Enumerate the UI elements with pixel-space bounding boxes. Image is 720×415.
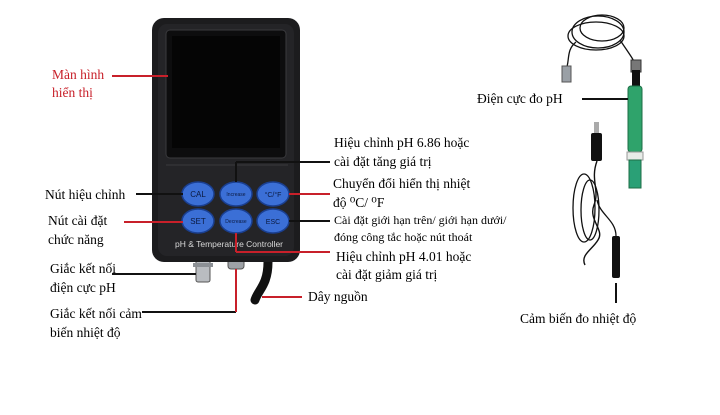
- ph-probe: [565, 14, 637, 71]
- decrease-button-text: Decrease: [225, 219, 247, 225]
- label-set-button-2: chức năng: [48, 232, 104, 247]
- label-ph-connector-1: Giắc kết nối: [50, 261, 116, 276]
- label-cal-button: Nút hiệu chỉnh: [45, 187, 126, 202]
- unit-button-text: °C/°F: [265, 191, 282, 199]
- label-decrease-1: Hiệu chỉnh pH 4.01 hoặc: [336, 249, 472, 264]
- temp-sensor-tip: [612, 236, 620, 278]
- label-ph-connector-2: điện cực pH: [50, 280, 116, 295]
- label-increase-2: cài đặt tăng giá trị: [334, 154, 432, 169]
- label-esc-1: Cài đặt giới hạn trên/ giới hạn dưới/: [334, 213, 507, 227]
- label-temp-connector-2: biến nhiệt độ: [50, 325, 121, 340]
- power-cable: [250, 257, 273, 305]
- label-unit-toggle-2: độ ⁰C/ ⁰F: [333, 195, 385, 210]
- increase-button-text: Increase: [226, 192, 245, 198]
- label-temp-probe: Cảm biến đo nhiệt độ: [520, 311, 637, 326]
- panel-caption: pH & Temperature Controller: [175, 239, 283, 249]
- set-button-text: SET: [190, 217, 206, 226]
- label-temp-connector-1: Giắc kết nối cảm: [50, 306, 142, 321]
- label-screen-1: Màn hình: [52, 67, 105, 82]
- cal-button-text: CAL: [190, 190, 206, 199]
- esc-button-text: ESC: [266, 219, 280, 226]
- temp-probe-coil: [572, 173, 600, 243]
- label-unit-toggle-1: Chuyển đổi hiển thị nhiệt: [333, 176, 471, 191]
- label-esc-2: đóng công tắc hoặc nút thoát: [334, 230, 473, 244]
- label-set-button-1: Nút cài đặt: [48, 213, 108, 228]
- ph-electrode-body: [627, 85, 643, 153]
- label-power: Dây nguồn: [308, 289, 368, 304]
- label-screen-2: hiển thị: [52, 85, 93, 100]
- label-decrease-2: cài đặt giảm giá trị: [336, 267, 438, 282]
- label-increase-1: Hiệu chỉnh pH 6.86 hoặc: [334, 135, 470, 150]
- label-ph-probe: Điện cực đo pH: [477, 91, 563, 106]
- display-screen: [172, 36, 280, 148]
- temp-probe-plug: [591, 133, 602, 161]
